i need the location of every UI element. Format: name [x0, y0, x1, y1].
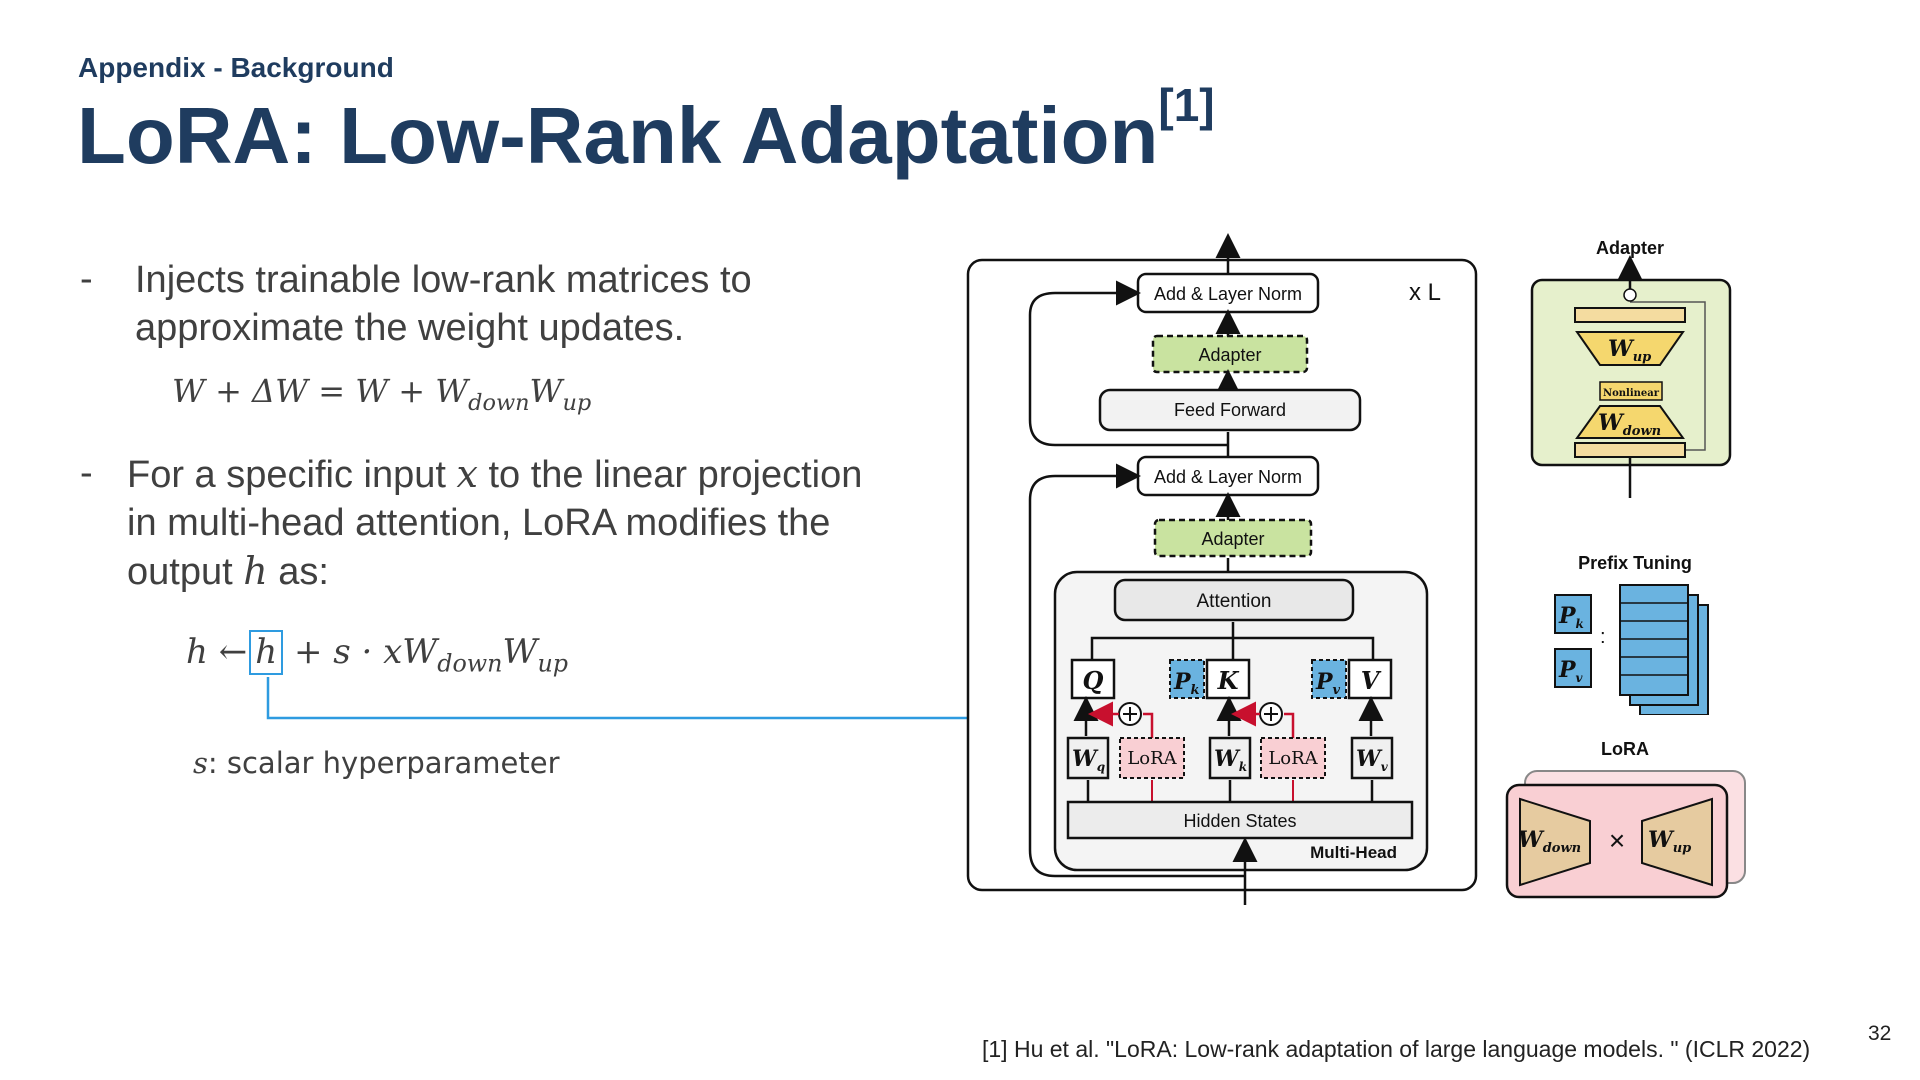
- pv-box: [1311, 659, 1347, 699]
- scalar-var: s: [193, 746, 208, 780]
- equation-weight-update: W + ΔW = W + WdownWup: [172, 372, 591, 416]
- wv-label: Wv: [1356, 746, 1389, 774]
- pk-label: Pk: [1173, 669, 1200, 698]
- lora-w-up: Wup: [1648, 827, 1691, 856]
- eq2-w: W: [502, 632, 538, 672]
- add-norm-mid-label: Add & Layer Norm: [1154, 467, 1302, 487]
- repeat-label: x L: [1409, 279, 1441, 306]
- bullet-1: Injects trainable low-rank matrices to a…: [135, 256, 752, 352]
- eq1-sub-up: up: [562, 389, 592, 416]
- title-reference: [1]: [1158, 79, 1215, 131]
- eq1-lhs: W + ΔW = W + W: [172, 372, 469, 410]
- b2-l3-post: as:: [267, 551, 329, 593]
- add-norm-top-label: Add & Layer Norm: [1154, 284, 1302, 304]
- eq2-sub-down: down: [437, 649, 503, 678]
- multi-head-label: Multi-Head: [1310, 843, 1397, 862]
- b2-var-x: x: [456, 452, 478, 496]
- wq-box: [1066, 736, 1110, 780]
- eq1-sub-down: down: [468, 389, 530, 416]
- page-number: 32: [1868, 1022, 1892, 1045]
- eq2-arrow: ←: [218, 632, 248, 672]
- bullet-2-line-1: For a specific input x to the linear pro…: [127, 450, 862, 499]
- v-label: V: [1361, 666, 1382, 695]
- b2-l1-post: to the linear projection: [477, 454, 863, 496]
- adapter-mid: [1153, 518, 1313, 558]
- adapter-top: [1151, 334, 1309, 374]
- k-label: K: [1217, 666, 1240, 695]
- eq2-h: h: [186, 632, 208, 672]
- pointer-arrow: [266, 677, 1088, 731]
- lora-box-k: [1260, 737, 1326, 779]
- wq-label: Wq: [1072, 746, 1105, 774]
- prefix-colon: :: [1600, 626, 1606, 648]
- feed-forward-label: Feed Forward: [1174, 400, 1286, 420]
- prefix-tuning-panel: Prefix Tuning Pk : Pv: [1554, 553, 1709, 715]
- transformer-diagram: x L Add & Layer Norm Adapter Feed Forwar…: [966, 233, 1478, 905]
- bullet-1-line-2: approximate the weight updates.: [135, 307, 685, 349]
- section-label: Appendix - Background: [78, 52, 394, 83]
- b2-var-h: h: [243, 549, 268, 593]
- footnote: [1] Hu et al. "LoRA: Low-rank adaptation…: [982, 1036, 1811, 1062]
- bullet-marker: -: [80, 452, 93, 494]
- eq2-sub-up: up: [537, 649, 569, 678]
- lora-panel-title: LoRA: [1601, 739, 1649, 759]
- prefix-pk: Pk: [1558, 603, 1584, 631]
- lora-times: ×: [1609, 825, 1625, 856]
- k-box: [1205, 658, 1251, 700]
- adapter-mid-label: Adapter: [1201, 529, 1264, 549]
- adapter-top-label: Adapter: [1198, 345, 1261, 365]
- prefix-panel-title: Prefix Tuning: [1578, 553, 1692, 573]
- b2-l1-pre: For a specific input: [127, 454, 457, 496]
- adapter-w-up: Wup: [1608, 336, 1651, 365]
- bullet-2-line-3: output h as:: [127, 547, 862, 596]
- bullet-2: For a specific input x to the linear pro…: [127, 450, 862, 596]
- wk-label: Wk: [1214, 746, 1247, 774]
- hidden-states-label: Hidden States: [1183, 811, 1296, 831]
- scalar-note: s: scalar hyperparameter: [193, 746, 560, 780]
- eq2-rest: + s · xW: [293, 632, 438, 672]
- q-label: Q: [1083, 666, 1104, 695]
- eq1-w: W: [529, 372, 563, 410]
- lora-k-label: LoRA: [1268, 748, 1318, 769]
- adapter-panel: Adapter Wup Nonlinear Wdown: [1530, 238, 1732, 498]
- attention-label: Attention: [1197, 591, 1272, 612]
- adapter-panel-title: Adapter: [1596, 238, 1664, 258]
- equation-lora-output: h ←h + s · xWdownWup: [186, 630, 568, 677]
- attention-box: [1113, 578, 1355, 622]
- slide-title: LoRA: Low-Rank Adaptation[1]: [77, 82, 1215, 182]
- adapter-nonlinear: Nonlinear: [1603, 388, 1660, 399]
- bullet-1-line-1: Injects trainable low-rank matrices to: [135, 259, 752, 301]
- lora-box-q: [1119, 737, 1185, 779]
- lora-panel: LoRA Wdown × Wup: [1505, 739, 1746, 899]
- eq2-h-boxed: h: [249, 630, 284, 676]
- wv-box: [1350, 736, 1394, 780]
- adapter-w-down: Wdown: [1598, 410, 1661, 439]
- bullet-marker: -: [80, 258, 93, 300]
- title-text: LoRA: Low-Rank Adaptation: [77, 91, 1159, 180]
- prefix-pv: Pv: [1558, 657, 1584, 685]
- pk-box: [1169, 659, 1205, 699]
- lora-w-down: Wdown: [1518, 827, 1581, 856]
- pv-label: Pv: [1315, 669, 1341, 698]
- feed-forward: [1098, 388, 1362, 432]
- scalar-text: : scalar hyperparameter: [207, 746, 560, 780]
- lora-q-label: LoRA: [1127, 748, 1177, 769]
- b2-l3-pre: output: [127, 551, 244, 593]
- wk-box: [1208, 736, 1252, 780]
- bullet-2-line-2: in multi-head attention, LoRA modifies t…: [127, 502, 831, 544]
